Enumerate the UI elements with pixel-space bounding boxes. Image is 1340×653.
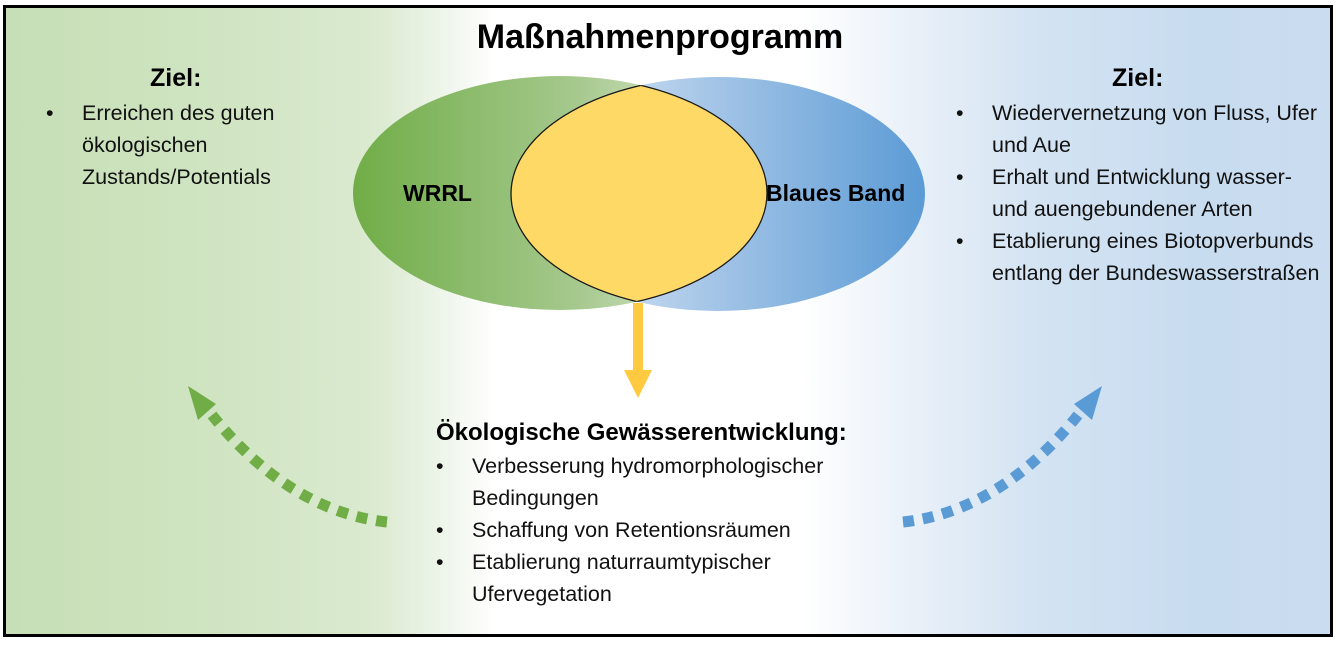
bottom-list: Verbesserung hydromorphologischer Beding… [432, 450, 892, 610]
right-goal-heading: Ziel: [1112, 64, 1164, 92]
list-item: Erhalt und Entwicklung wasser- und aueng… [952, 161, 1332, 225]
list-item: Schaffung von Retentionsräumen [432, 514, 892, 546]
diagram-title: Maßnahmenprogramm [476, 18, 844, 56]
list-item: Verbesserung hydromorphologischer Beding… [432, 450, 892, 514]
left-dotted-arrow-icon [188, 386, 388, 528]
right-dotted-arrow-icon [902, 386, 1102, 528]
list-item: Etablierung naturraumtypischer Uferveget… [432, 546, 892, 610]
blaues-band-label: Blaues Band [766, 180, 906, 206]
right-goal-list: Wiedervernetzung von Fluss, Ufer und Aue… [952, 97, 1332, 289]
down-arrow-icon [624, 303, 652, 398]
left-goal-list: Erreichen des guten ökologischen Zustand… [42, 97, 332, 193]
list-item: Wiedervernetzung von Fluss, Ufer und Aue [952, 97, 1332, 161]
bottom-heading: Ökologische Gewässerentwicklung: [436, 419, 847, 446]
list-item: Erreichen des guten ökologischen Zustand… [42, 97, 332, 193]
wrrl-label: WRRL [403, 180, 472, 206]
left-goal-heading: Ziel: [150, 64, 202, 92]
list-item: Etablierung eines Biotopverbunds entlang… [952, 225, 1332, 289]
